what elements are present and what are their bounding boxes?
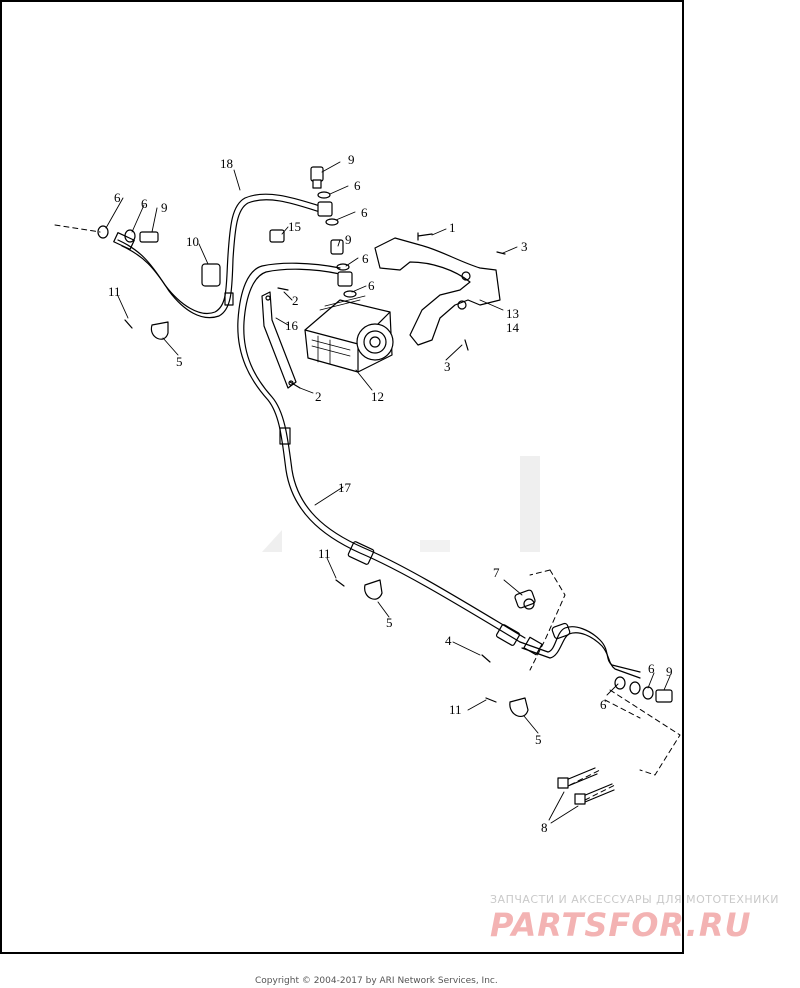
callout-6: 6: [648, 661, 655, 676]
callout-12: 12: [371, 389, 384, 404]
callout-4: 4: [445, 633, 452, 648]
callout-9: 9: [348, 152, 355, 167]
callout-11: 11: [449, 702, 462, 717]
callout-10: 10: [186, 234, 199, 249]
copyright-notice: Copyright © 2004-2017 by ARI Network Ser…: [255, 976, 498, 986]
callout-2: 2: [292, 293, 299, 308]
callout-9: 9: [161, 200, 168, 215]
callout-1: 1: [449, 220, 456, 235]
callout-6: 6: [361, 205, 368, 220]
brake-line-18[interactable]: [113, 193, 321, 319]
leader-lines: [105, 161, 671, 824]
callout-2: 2: [315, 389, 322, 404]
callout-7: 7: [493, 565, 500, 580]
callout-16: 16: [285, 318, 299, 333]
callout-5: 5: [535, 732, 542, 747]
callout-5: 5: [386, 615, 393, 630]
callout-6: 6: [141, 196, 148, 211]
callout-6: 6: [362, 251, 369, 266]
callout-5: 5: [176, 354, 183, 369]
callout-9: 9: [666, 664, 673, 679]
diagram-frame: [0, 0, 684, 954]
callout-8: 8: [541, 820, 548, 835]
watermark-tagline: ЗАПЧАСТИ И АКСЕССУАРЫ ДЛЯ МОТОТЕХНИКИ: [490, 893, 779, 906]
callout-13: 13: [506, 306, 519, 321]
callout-14: 14: [506, 320, 520, 335]
callout-9: 9: [345, 232, 352, 247]
callout-labels: 18 9 6 6 6 9 6 10 15 9 6 6 1 3 11 2 16 5…: [108, 152, 673, 835]
pressure-switch-7[interactable]: [514, 589, 536, 610]
callout-17: 17: [338, 480, 352, 495]
callout-18: 18: [220, 156, 233, 171]
watermark-logo[interactable]: PARTSFOR.RU: [490, 906, 752, 944]
brake-line-17[interactable]: [237, 262, 526, 646]
bracket-13-14[interactable]: [374, 237, 501, 346]
abs-module[interactable]: [304, 295, 394, 373]
callout-11: 11: [318, 546, 331, 561]
callout-3: 3: [521, 239, 528, 254]
callout-11: 11: [108, 284, 121, 299]
brake-line-lower-right[interactable]: [519, 622, 641, 679]
callout-6: 6: [368, 278, 375, 293]
dashed-outlines: [54, 224, 681, 801]
callout-6: 6: [354, 178, 361, 193]
callout-6: 6: [600, 697, 607, 712]
callout-3: 3: [444, 359, 451, 374]
hardware-fittings[interactable]: [97, 166, 673, 805]
background-ghost-lettering: [262, 456, 540, 552]
callout-6: 6: [114, 190, 121, 205]
bracket-16[interactable]: [261, 291, 297, 389]
callout-15: 15: [288, 219, 301, 234]
